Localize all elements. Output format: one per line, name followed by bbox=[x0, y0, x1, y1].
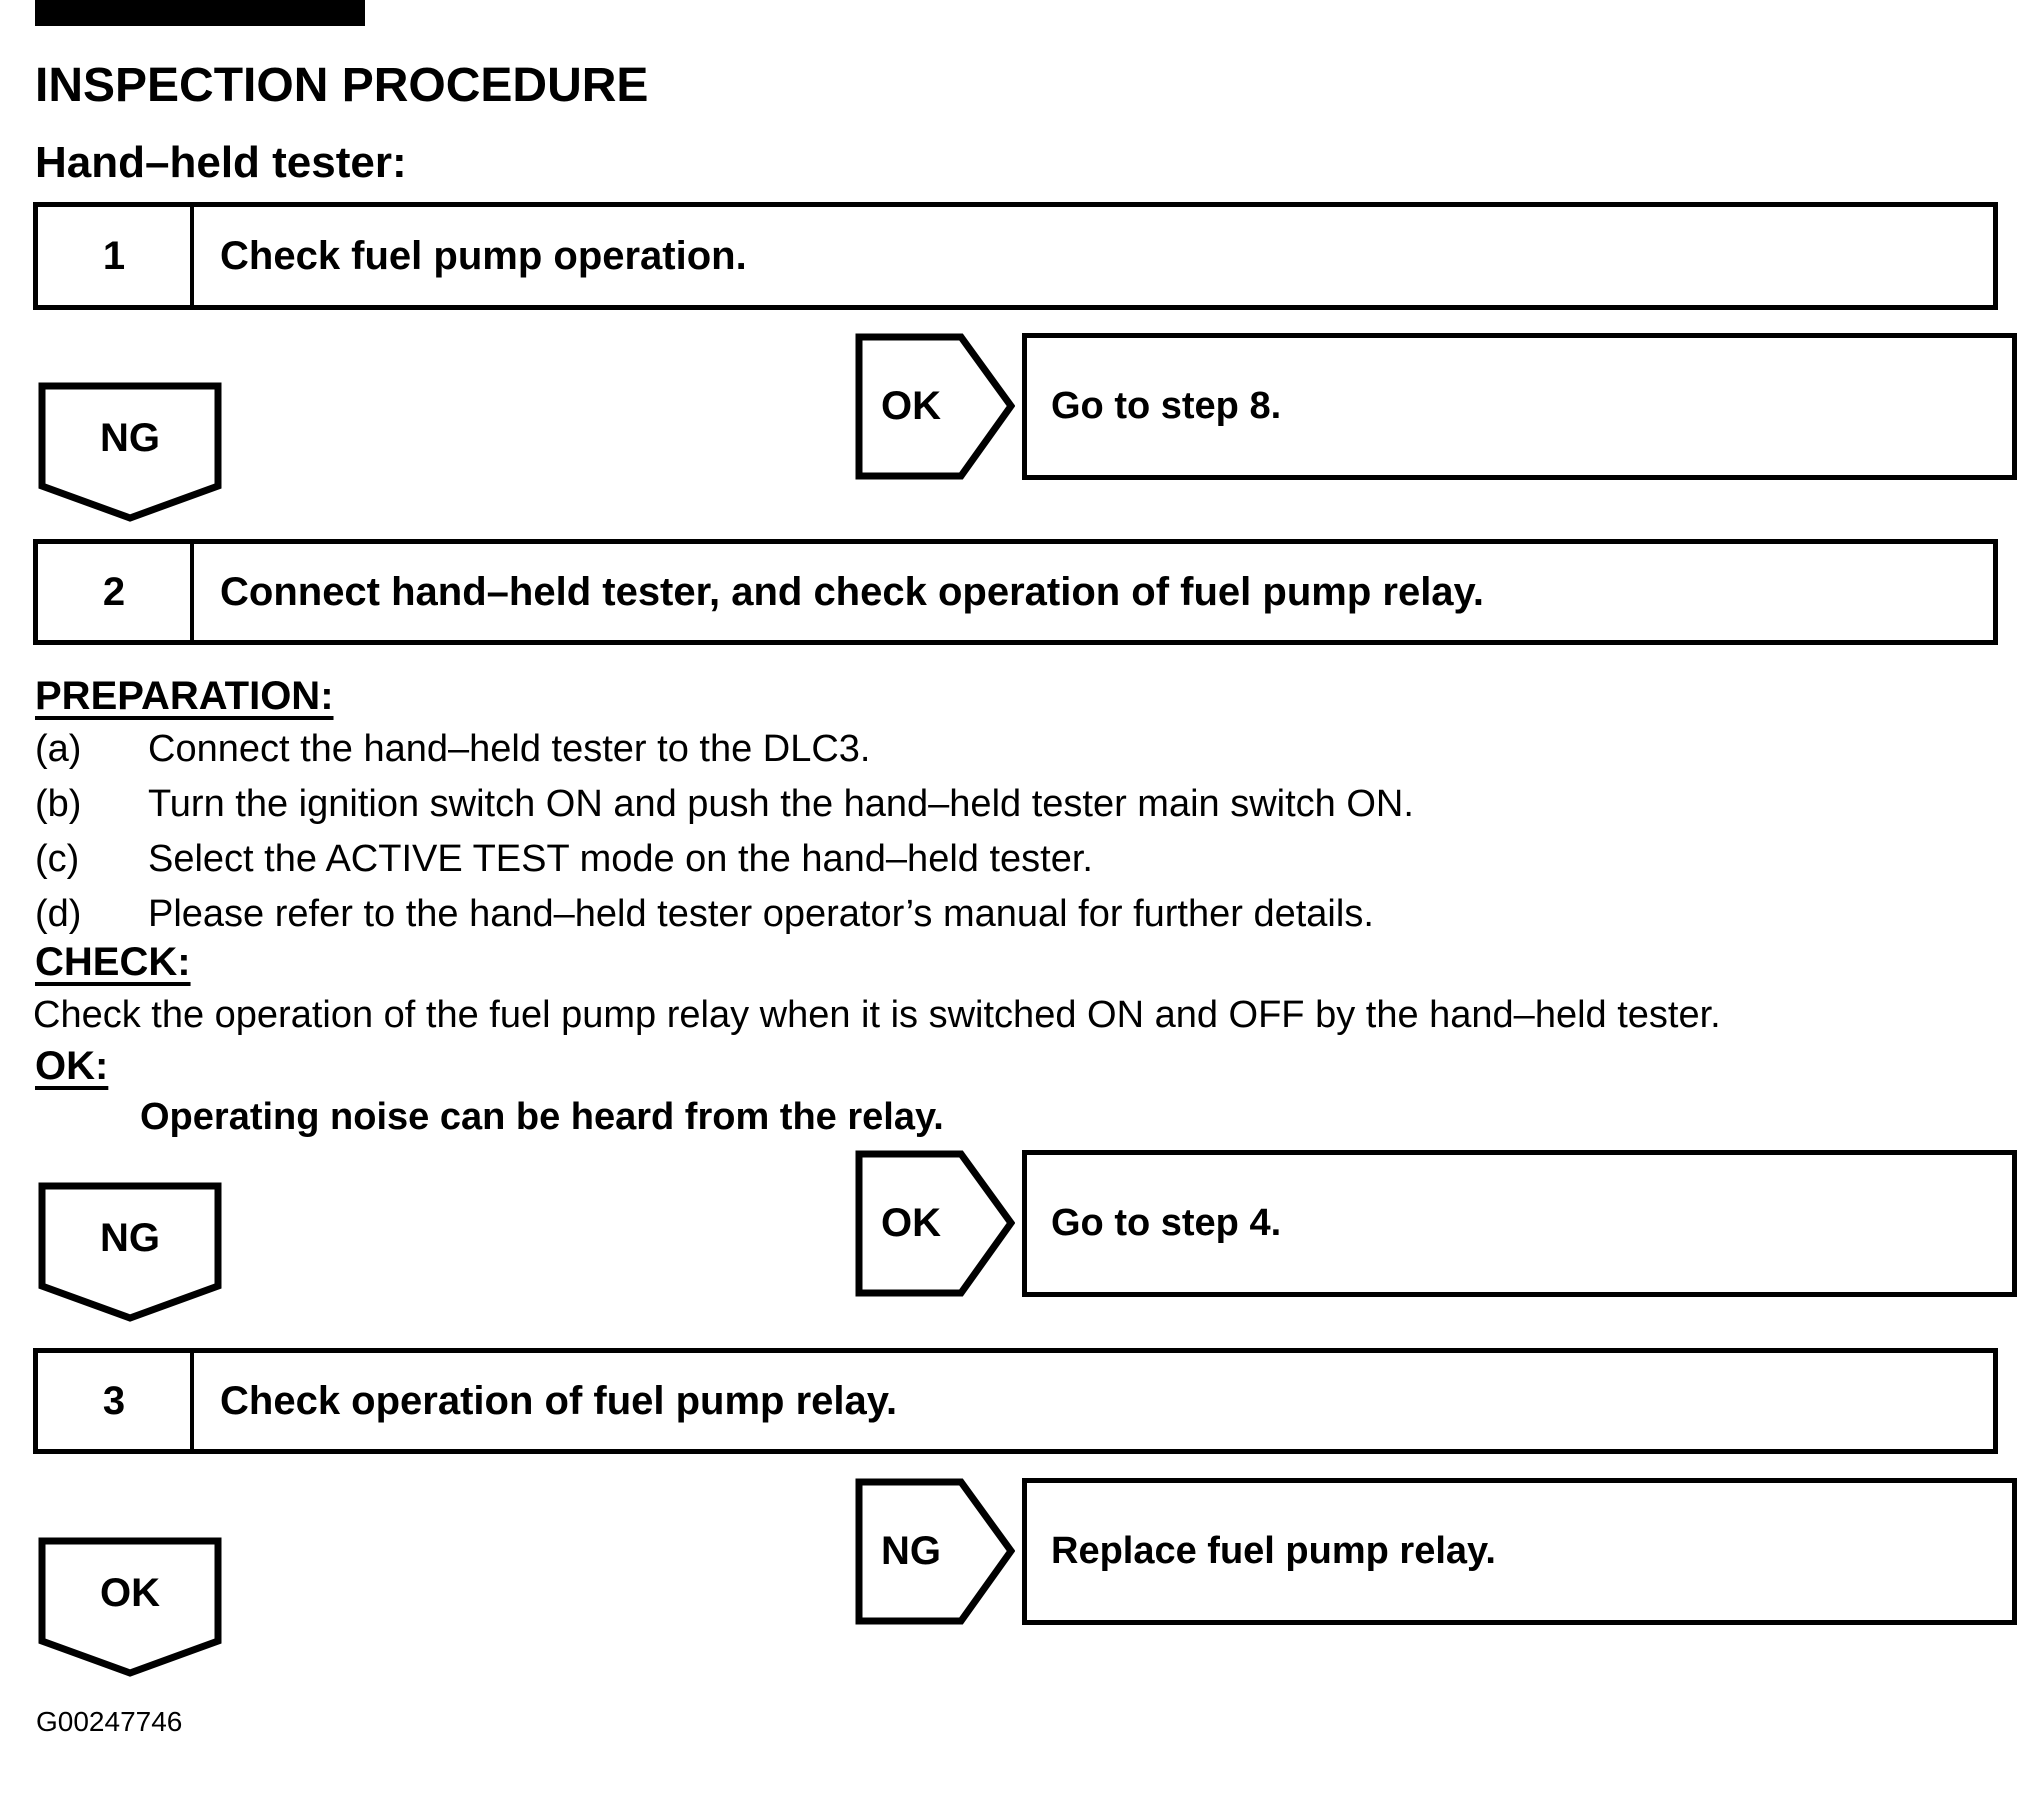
scan-artifact-bar bbox=[35, 0, 365, 26]
step-2-number: 2 bbox=[38, 544, 194, 640]
branch-3-down-label: OK bbox=[100, 1570, 160, 1615]
list-item: (c) Select the ACTIVE TEST mode on the h… bbox=[35, 838, 1995, 881]
arrow-right-shape bbox=[855, 1478, 1015, 1625]
ng-arrow-right-icon: NG bbox=[855, 1478, 1015, 1625]
list-text: Connect the hand–held tester to the DLC3… bbox=[148, 728, 871, 770]
list-marker: (a) bbox=[35, 728, 82, 770]
step-3-number: 3 bbox=[38, 1353, 194, 1449]
step-1-number: 1 bbox=[38, 207, 194, 305]
branch-1-result-text: Go to step 8. bbox=[1051, 385, 1282, 427]
check-heading: CHECK: bbox=[35, 940, 191, 984]
ok-heading: OK: bbox=[35, 1044, 109, 1088]
ok-pentagon-down-icon: OK bbox=[38, 1537, 222, 1678]
step-2-box: 2 Connect hand–held tester, and check op… bbox=[33, 539, 1998, 645]
step-2-label: Connect hand–held tester, and check oper… bbox=[220, 569, 1484, 614]
branch-2-result-box: Go to step 4. bbox=[1022, 1150, 2017, 1297]
pentagon-down-shape bbox=[38, 1182, 222, 1322]
ok-arrow-right-icon: OK bbox=[855, 333, 1015, 480]
step-3-box: 3 Check operation of fuel pump relay. bbox=[33, 1348, 1998, 1454]
branch-3-result-text: Replace fuel pump relay. bbox=[1051, 1530, 1496, 1572]
list-text: Please refer to the hand–held tester ope… bbox=[148, 893, 1374, 935]
branch-3-result-box: Replace fuel pump relay. bbox=[1022, 1478, 2017, 1625]
list-item: (b) Turn the ignition switch ON and push… bbox=[35, 783, 1995, 826]
list-marker: (c) bbox=[35, 838, 80, 880]
branch-1-arrow-label: OK bbox=[881, 384, 941, 428]
page-subtitle: Hand–held tester: bbox=[35, 138, 407, 187]
branch-2-result-text: Go to step 4. bbox=[1051, 1202, 1282, 1244]
arrow-right-shape bbox=[855, 333, 1015, 480]
branch-3-arrow-label: NG bbox=[881, 1529, 941, 1573]
list-item: (d) Please refer to the hand–held tester… bbox=[35, 893, 1995, 936]
figure-code: G00247746 bbox=[36, 1706, 183, 1737]
ng-pentagon-down-icon: NG bbox=[38, 382, 222, 523]
step-1-label: Check fuel pump operation. bbox=[220, 233, 747, 278]
branch-2-arrow-label: OK bbox=[881, 1201, 941, 1245]
step-1-box: 1 Check fuel pump operation. bbox=[33, 202, 1998, 310]
list-text: Turn the ignition switch ON and push the… bbox=[148, 783, 1414, 825]
list-marker: (d) bbox=[35, 893, 82, 935]
check-text: Check the operation of the fuel pump rel… bbox=[33, 994, 1721, 1036]
pentagon-down-shape bbox=[38, 382, 222, 522]
list-item: (a) Connect the hand–held tester to the … bbox=[35, 728, 1995, 771]
ok-arrow-right-icon: OK bbox=[855, 1150, 1015, 1297]
preparation-heading: PREPARATION: bbox=[35, 674, 334, 718]
branch-1-result-box: Go to step 8. bbox=[1022, 333, 2017, 480]
list-text: Select the ACTIVE TEST mode on the hand–… bbox=[148, 838, 1093, 880]
branch-2-down-label: NG bbox=[100, 1215, 160, 1260]
ok-text: Operating noise can be heard from the re… bbox=[140, 1096, 944, 1138]
ng-pentagon-down-icon: NG bbox=[38, 1182, 222, 1323]
list-marker: (b) bbox=[35, 783, 82, 825]
arrow-right-shape bbox=[855, 1150, 1015, 1297]
step-3-label: Check operation of fuel pump relay. bbox=[220, 1378, 898, 1423]
pentagon-down-shape bbox=[38, 1537, 222, 1677]
branch-1-down-label: NG bbox=[100, 415, 160, 460]
page-title: INSPECTION PROCEDURE bbox=[35, 59, 649, 112]
